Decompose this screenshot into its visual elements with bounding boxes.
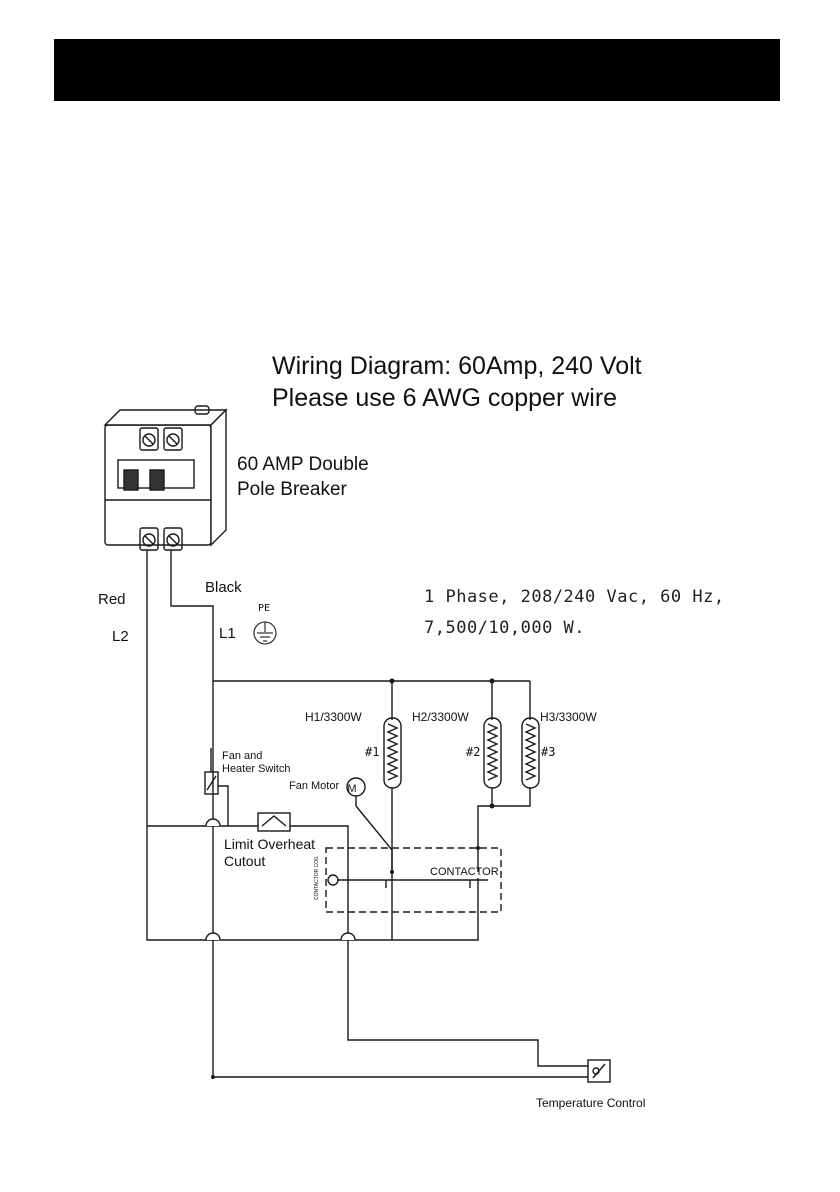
fan-motor-label: Fan Motor [289, 780, 339, 792]
heater-1-rating: H1/3300W [305, 710, 362, 724]
contactor-label: CONTACTOR [430, 866, 499, 878]
red-wire-label: Red [98, 591, 126, 608]
pe-label: PE [258, 603, 270, 614]
fan-switch-label: Fan and Heater Switch [222, 750, 290, 776]
breaker-icon [105, 406, 226, 550]
limit-cutout-label: Limit Overheat Cutout [224, 836, 315, 870]
ground-icon [254, 622, 276, 644]
heater-3-rating: H3/3300W [540, 710, 597, 724]
black-wire-label: Black [205, 579, 242, 596]
motor-symbol: M [347, 783, 356, 795]
heater-element-3 [522, 718, 539, 788]
l1-label: L1 [219, 625, 236, 642]
l2-label: L2 [112, 628, 129, 645]
heater-1-tag: #1 [365, 745, 379, 759]
supply-spec: 1 Phase, 208/240 Vac, 60 Hz, 7,500/10,00… [424, 582, 725, 644]
temperature-control-label: Temperature Control [536, 1096, 645, 1110]
heater-2-tag: #2 [466, 745, 480, 759]
heater-element-2 [484, 718, 501, 788]
breaker-label: 60 AMP Double Pole Breaker [237, 452, 369, 502]
heater-element-1 [384, 718, 401, 788]
heater-3-tag: #3 [541, 745, 555, 759]
heater-2-rating: H2/3300W [412, 710, 469, 724]
